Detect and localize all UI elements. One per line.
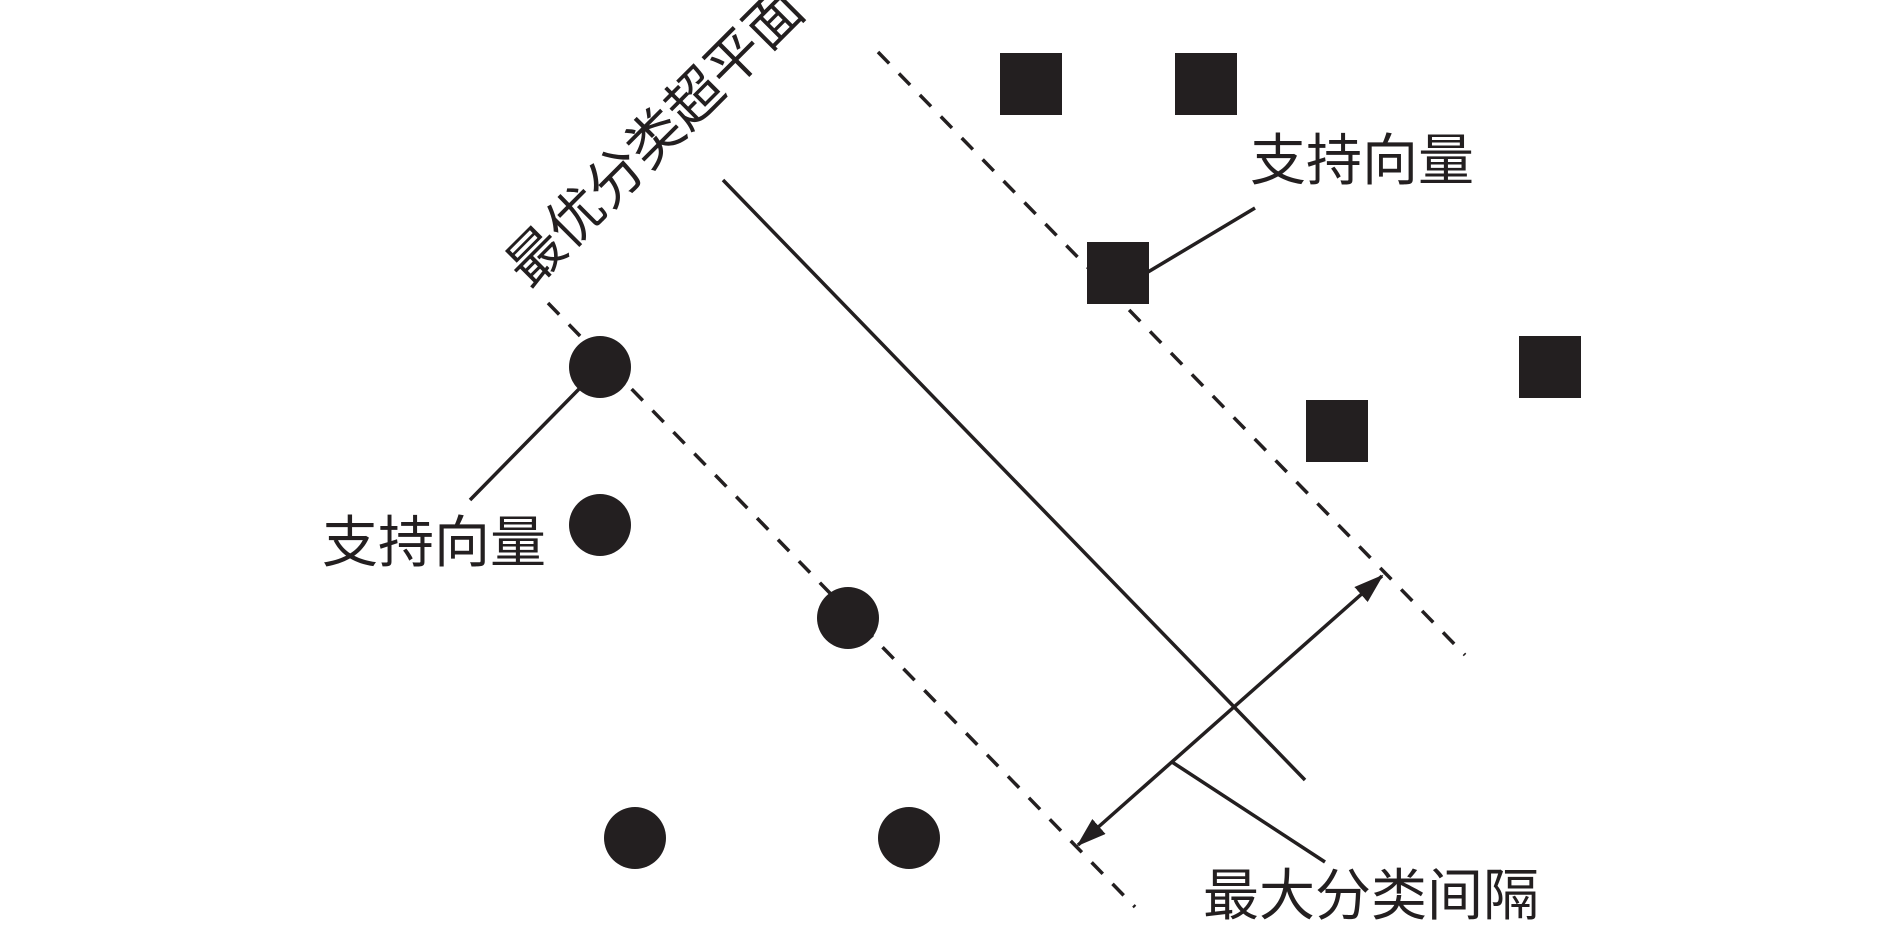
support-vector-right-leader (1147, 206, 1256, 274)
upper-margin-boundary (876, 50, 1467, 657)
support-vector-square (1087, 242, 1149, 304)
margin-double-arrow (1076, 574, 1384, 847)
class-a-point (1306, 400, 1368, 462)
support-vector-left-leader (468, 386, 582, 502)
support-vector-circle (569, 336, 631, 398)
support-vector-label-left: 支持向量 (322, 511, 546, 576)
class-a-point (1000, 53, 1062, 115)
optimal-hyperplane-label: 最优分类超平面 (494, 0, 817, 300)
max-margin-leader (1171, 760, 1326, 864)
optimal-hyperplane-line (721, 178, 1307, 782)
class-a-point (1175, 53, 1237, 115)
support-vector-label-right: 支持向量 (1250, 129, 1474, 194)
class-a-point (1519, 336, 1581, 398)
class-b-point (878, 807, 940, 869)
max-margin-label: 最大分类间隔 (1203, 864, 1539, 929)
class-b-point (604, 807, 666, 869)
class-b-point (569, 494, 631, 556)
support-vector-circle (817, 587, 879, 649)
